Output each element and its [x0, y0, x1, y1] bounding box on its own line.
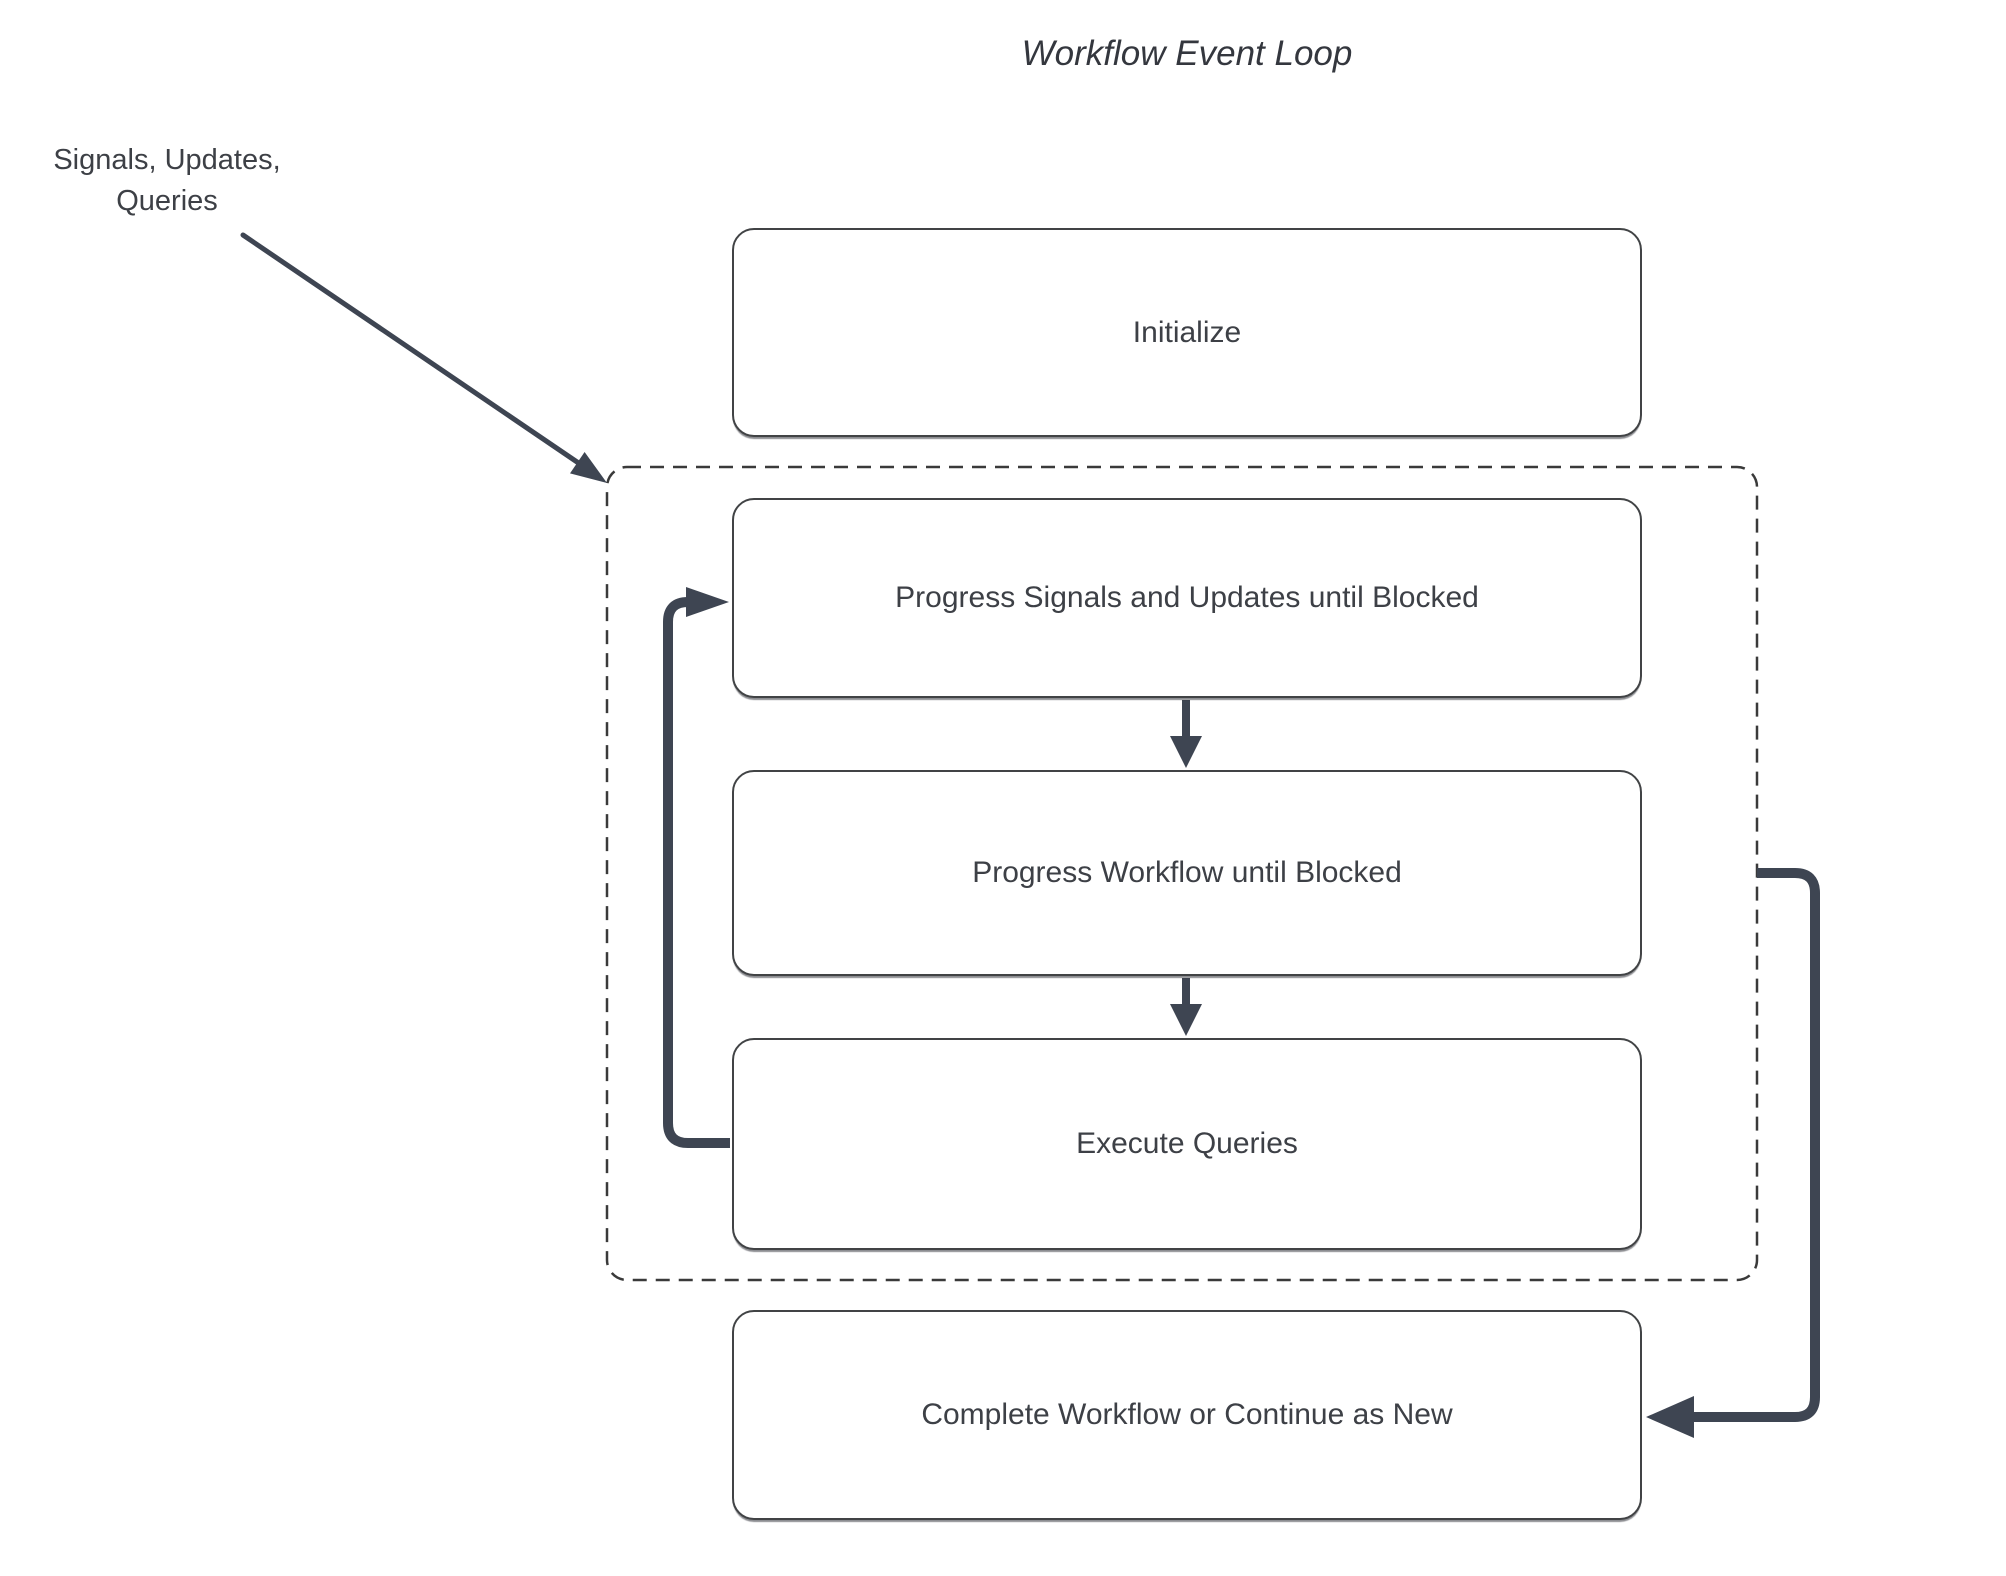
node-progress-workflow: Progress Workflow until Blocked	[732, 770, 1642, 976]
node-complete-workflow: Complete Workflow or Continue as New	[732, 1310, 1642, 1520]
node-progress-signals-label: Progress Signals and Updates until Block…	[895, 581, 1479, 614]
external-inputs-arrow	[240, 232, 607, 483]
node-progress-signals: Progress Signals and Updates until Block…	[732, 498, 1642, 698]
down-arrow-2	[1170, 978, 1202, 1036]
loop-back-arrow	[663, 587, 730, 1148]
node-progress-workflow-label: Progress Workflow until Blocked	[972, 856, 1402, 889]
node-initialize: Initialize	[732, 228, 1642, 437]
down-arrow-1	[1170, 700, 1202, 768]
external-inputs-label: Signals, Updates, Queries	[53, 144, 281, 217]
node-execute-queries: Execute Queries	[732, 1038, 1642, 1250]
node-execute-queries-label: Execute Queries	[1076, 1127, 1298, 1160]
node-initialize-label: Initialize	[1132, 315, 1242, 349]
exit-arrow	[1646, 868, 1820, 1438]
page-title: Workflow Event Loop	[1021, 34, 1353, 73]
node-complete-workflow-label: Complete Workflow or Continue as New	[921, 1398, 1453, 1431]
